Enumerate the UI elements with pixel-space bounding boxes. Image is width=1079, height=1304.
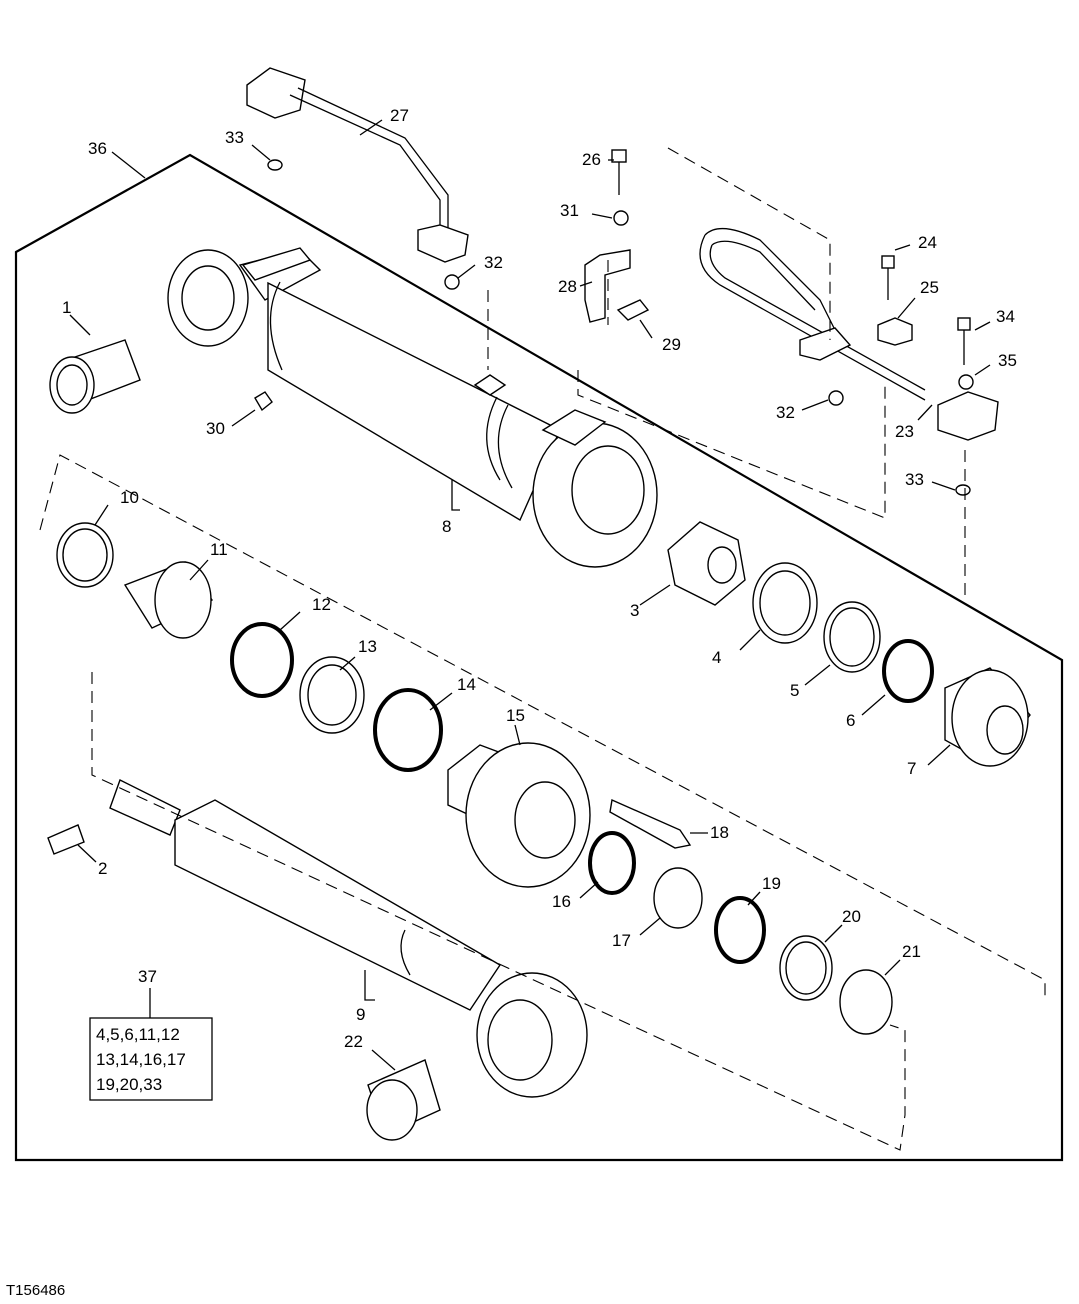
callout-16: 16 [552, 892, 571, 911]
callout-12: 12 [312, 595, 331, 614]
callout-34: 34 [996, 307, 1015, 326]
callout-23: 23 [895, 422, 914, 441]
kit-line-3: 19,20,33 [96, 1075, 162, 1094]
callout-13: 13 [358, 637, 377, 656]
callout-20: 20 [842, 907, 861, 926]
callout-21: 21 [902, 942, 921, 961]
callout-5: 5 [790, 681, 799, 700]
callout-3: 3 [630, 601, 639, 620]
callouts: 1 2 3 4 5 6 7 8 9 10 11 12 13 14 15 16 1… [62, 106, 1017, 1051]
kit-box: 4,5,6,11,12 13,14,16,17 19,20,33 [89, 988, 213, 1101]
cylinder-barrel [167, 247, 658, 568]
callout-4: 4 [712, 648, 721, 667]
assembly-outline [14, 153, 1064, 1162]
seal-rings [56, 522, 443, 772]
callout-15: 15 [506, 706, 525, 725]
callout-24: 24 [918, 233, 937, 252]
bushing-1 [49, 339, 141, 414]
piston-rod-9 [47, 779, 588, 1141]
tube-line-23 [699, 228, 999, 441]
callout-18: 18 [710, 823, 729, 842]
callout-26: 26 [582, 150, 601, 169]
callout-11: 11 [210, 540, 228, 559]
callout-6: 6 [846, 711, 855, 730]
callout-14: 14 [457, 675, 476, 694]
callout-36: 36 [88, 139, 107, 158]
callout-10: 10 [120, 488, 139, 507]
nut-3 [667, 521, 746, 606]
callout-25: 25 [920, 278, 939, 297]
figure-id: T156486 [6, 1282, 65, 1299]
callout-1: 1 [62, 298, 71, 317]
piston-parts [752, 562, 1031, 767]
callout-8: 8 [442, 517, 451, 536]
callout-19: 19 [762, 874, 781, 893]
callout-27: 27 [390, 106, 409, 125]
callout-7: 7 [907, 759, 916, 778]
callout-29: 29 [662, 335, 681, 354]
rod-guide-15 [447, 742, 893, 1035]
callout-37: 37 [138, 967, 157, 986]
callout-22: 22 [344, 1032, 363, 1051]
kit-line-2: 13,14,16,17 [96, 1050, 186, 1069]
tube-line-27 [246, 67, 469, 263]
callout-9: 9 [356, 1005, 365, 1024]
fasteners [254, 149, 974, 496]
callout-33: 33 [225, 128, 244, 147]
callout-35: 35 [998, 351, 1017, 370]
callout-2: 2 [98, 859, 107, 878]
callout-28: 28 [558, 277, 577, 296]
kit-line-1: 4,5,6,11,12 [96, 1025, 180, 1044]
callout-32: 32 [484, 253, 503, 272]
callout-32b: 32 [776, 403, 795, 422]
leader-lines [69, 119, 991, 1071]
alignment-lines [39, 147, 1046, 1151]
callout-33b: 33 [905, 470, 924, 489]
callout-30: 30 [206, 419, 225, 438]
callout-31: 31 [560, 201, 579, 220]
callout-17: 17 [612, 931, 631, 950]
